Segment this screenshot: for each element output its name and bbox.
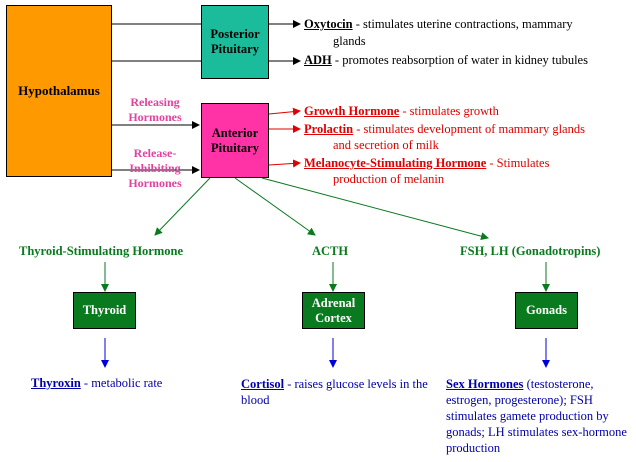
msh-name: Melanocyte-Stimulating Hormone: [304, 156, 487, 170]
growth-hormone-desc: - stimulates growth: [399, 104, 499, 118]
sex-hormones-entry: Sex Hormones (testosterone, estrogen, pr…: [446, 376, 636, 456]
cortisol-desc: - raises glucose levels in the blood: [241, 377, 428, 407]
hypothalamus-label: Hypothalamus: [18, 83, 100, 98]
posterior-pituitary-box: Posterior Pituitary: [201, 5, 269, 79]
fsh-lh-label: FSH, LH (Gonadotropins): [460, 244, 601, 258]
oxytocin-entry: Oxytocin - stimulates uterine contractio…: [304, 17, 573, 32]
arrow-gh: [268, 107, 301, 116]
thyroxin-name: Thyroxin: [31, 376, 81, 390]
msh-desc: - Stimulates: [486, 156, 550, 170]
posterior-pituitary-label: Posterior Pituitary: [210, 27, 260, 56]
thyroxin-desc: - metabolic rate: [80, 376, 163, 390]
adh-name: ADH: [304, 53, 332, 67]
arrow-acth: [234, 177, 316, 236]
cortisol-entry: Cortisol - raises glucose levels in the …: [241, 376, 431, 408]
thyroid-box: Thyroid: [73, 292, 136, 329]
prolactin-desc-line2: and secretion of milk: [333, 138, 439, 152]
sex-hormones-desc: (testosterone, estrogen, progesterone); …: [446, 377, 627, 455]
acth-label: ACTH: [312, 244, 349, 258]
sex-hormones-name: Sex Hormones: [446, 377, 524, 391]
growth-hormone-entry: Growth Hormone - stimulates growth: [304, 104, 499, 119]
oxytocin-desc: - stimulates uterine contractions, mamma…: [352, 17, 573, 31]
cortisol-name: Cortisol: [241, 377, 285, 391]
gonads-label: Gonads: [526, 303, 567, 317]
oxytocin-desc-line2: glands: [333, 34, 366, 48]
arrow-fsh: [261, 177, 489, 241]
adrenal-cortex-box: Adrenal Cortex: [302, 292, 365, 329]
msh-desc-line2: production of melanin: [333, 172, 445, 186]
thyroxin-entry: Thyroxin - metabolic rate: [31, 376, 162, 391]
adrenal-cortex-label: Adrenal Cortex: [311, 295, 356, 325]
release-inhibiting-hormones-label: Release-Inhibiting Hormones: [128, 146, 182, 190]
msh-entry: Melanocyte-Stimulating Hormone - Stimula…: [304, 156, 549, 171]
releasing-hormones-label: Releasing Hormones: [128, 95, 182, 124]
arrow-tsh: [154, 177, 211, 236]
anterior-pituitary-label: Anterior Pituitary: [211, 125, 259, 155]
adh-desc: - promotes reabsorption of water in kidn…: [331, 53, 588, 67]
gonads-box: Gonads: [515, 292, 578, 329]
prolactin-entry: Prolactin - stimulates development of ma…: [304, 122, 585, 137]
arrow-msh: [268, 159, 301, 168]
oxytocin-name: Oxytocin: [304, 17, 353, 31]
thyroid-label: Thyroid: [82, 303, 127, 317]
tsh-label: Thyroid-Stimulating Hormone: [19, 244, 184, 258]
anterior-pituitary-box: Anterior Pituitary: [201, 103, 269, 178]
adh-entry: ADH - promotes reabsorption of water in …: [304, 53, 588, 68]
prolactin-desc: - stimulates development of mammary glan…: [353, 122, 585, 136]
prolactin-name: Prolactin: [304, 122, 354, 136]
growth-hormone-name: Growth Hormone: [304, 104, 400, 118]
hypothalamus-box: Hypothalamus: [6, 5, 112, 177]
